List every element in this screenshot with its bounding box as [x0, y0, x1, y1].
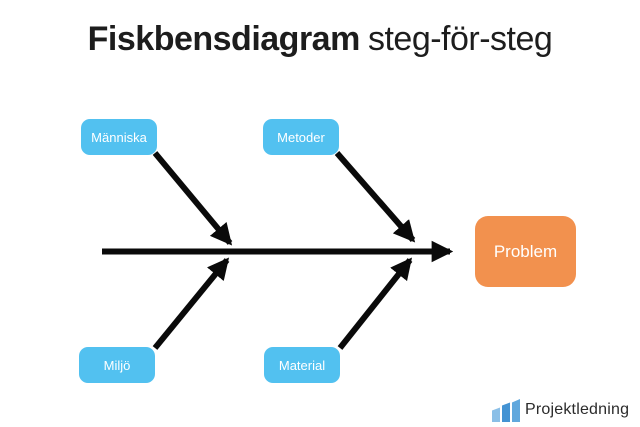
- brand-logo: Projektledning: [492, 396, 629, 424]
- cause-label: Miljö: [103, 357, 131, 373]
- page-title-regular: steg-för-steg: [367, 20, 553, 58]
- cause-label: Material: [278, 357, 326, 373]
- bone-arrow-material: [337, 257, 413, 350]
- cause-box-manniska: Människa: [81, 119, 157, 155]
- brand-name: Projektledning: [525, 401, 630, 418]
- problem-label: Problem: [493, 241, 558, 261]
- cause-box-metoder: Metoder: [263, 119, 339, 155]
- cause-label: Människa: [91, 129, 147, 145]
- bone-arrow-manniska: [152, 151, 233, 246]
- cause-label: Metoder: [277, 129, 325, 145]
- page-title-bold: Fiskbensdiagram: [87, 20, 361, 58]
- growth-bars-icon: [492, 399, 520, 422]
- bone-arrow-miljo: [152, 257, 230, 350]
- problem-box: Problem: [475, 216, 576, 287]
- bone-arrow-metoder: [334, 151, 416, 243]
- cause-box-miljo: Miljö: [79, 347, 155, 383]
- cause-box-material: Material: [264, 347, 340, 383]
